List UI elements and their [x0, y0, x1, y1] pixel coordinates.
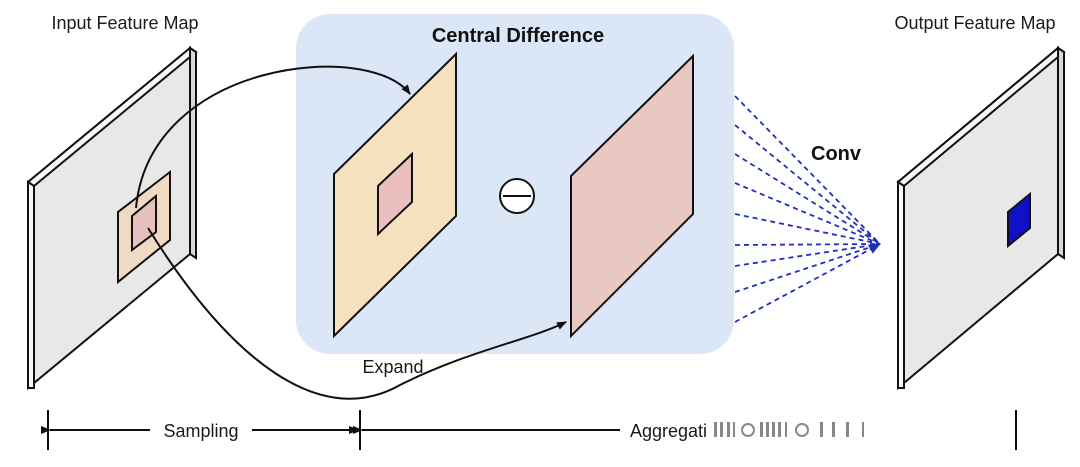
output-title: Output Feature Map: [894, 13, 1055, 33]
output-pixel: [1007, 191, 1031, 249]
sampling-label: Sampling: [163, 421, 238, 441]
aggregation-label: Aggregati: [630, 421, 707, 441]
sampling-center-cell: [131, 193, 157, 252]
expanded-center-map: [570, 53, 694, 339]
panel-title: Central Difference: [432, 25, 604, 47]
expand-arrow: [147, 227, 567, 400]
output-feature-map: [896, 45, 1066, 391]
conv-lines: [734, 95, 881, 323]
conv-label: Conv: [811, 143, 862, 165]
aggregation-artifact: [714, 422, 864, 437]
input-title: Input Feature Map: [51, 13, 198, 33]
expand-label: Expand: [362, 357, 423, 377]
input-feature-map: [26, 45, 198, 391]
expanded-center-cell: [377, 151, 413, 237]
sampling-to-window-arrow: [135, 65, 411, 209]
bottom-timeline: [41, 410, 1017, 450]
minus-circle-icon: [499, 178, 535, 214]
